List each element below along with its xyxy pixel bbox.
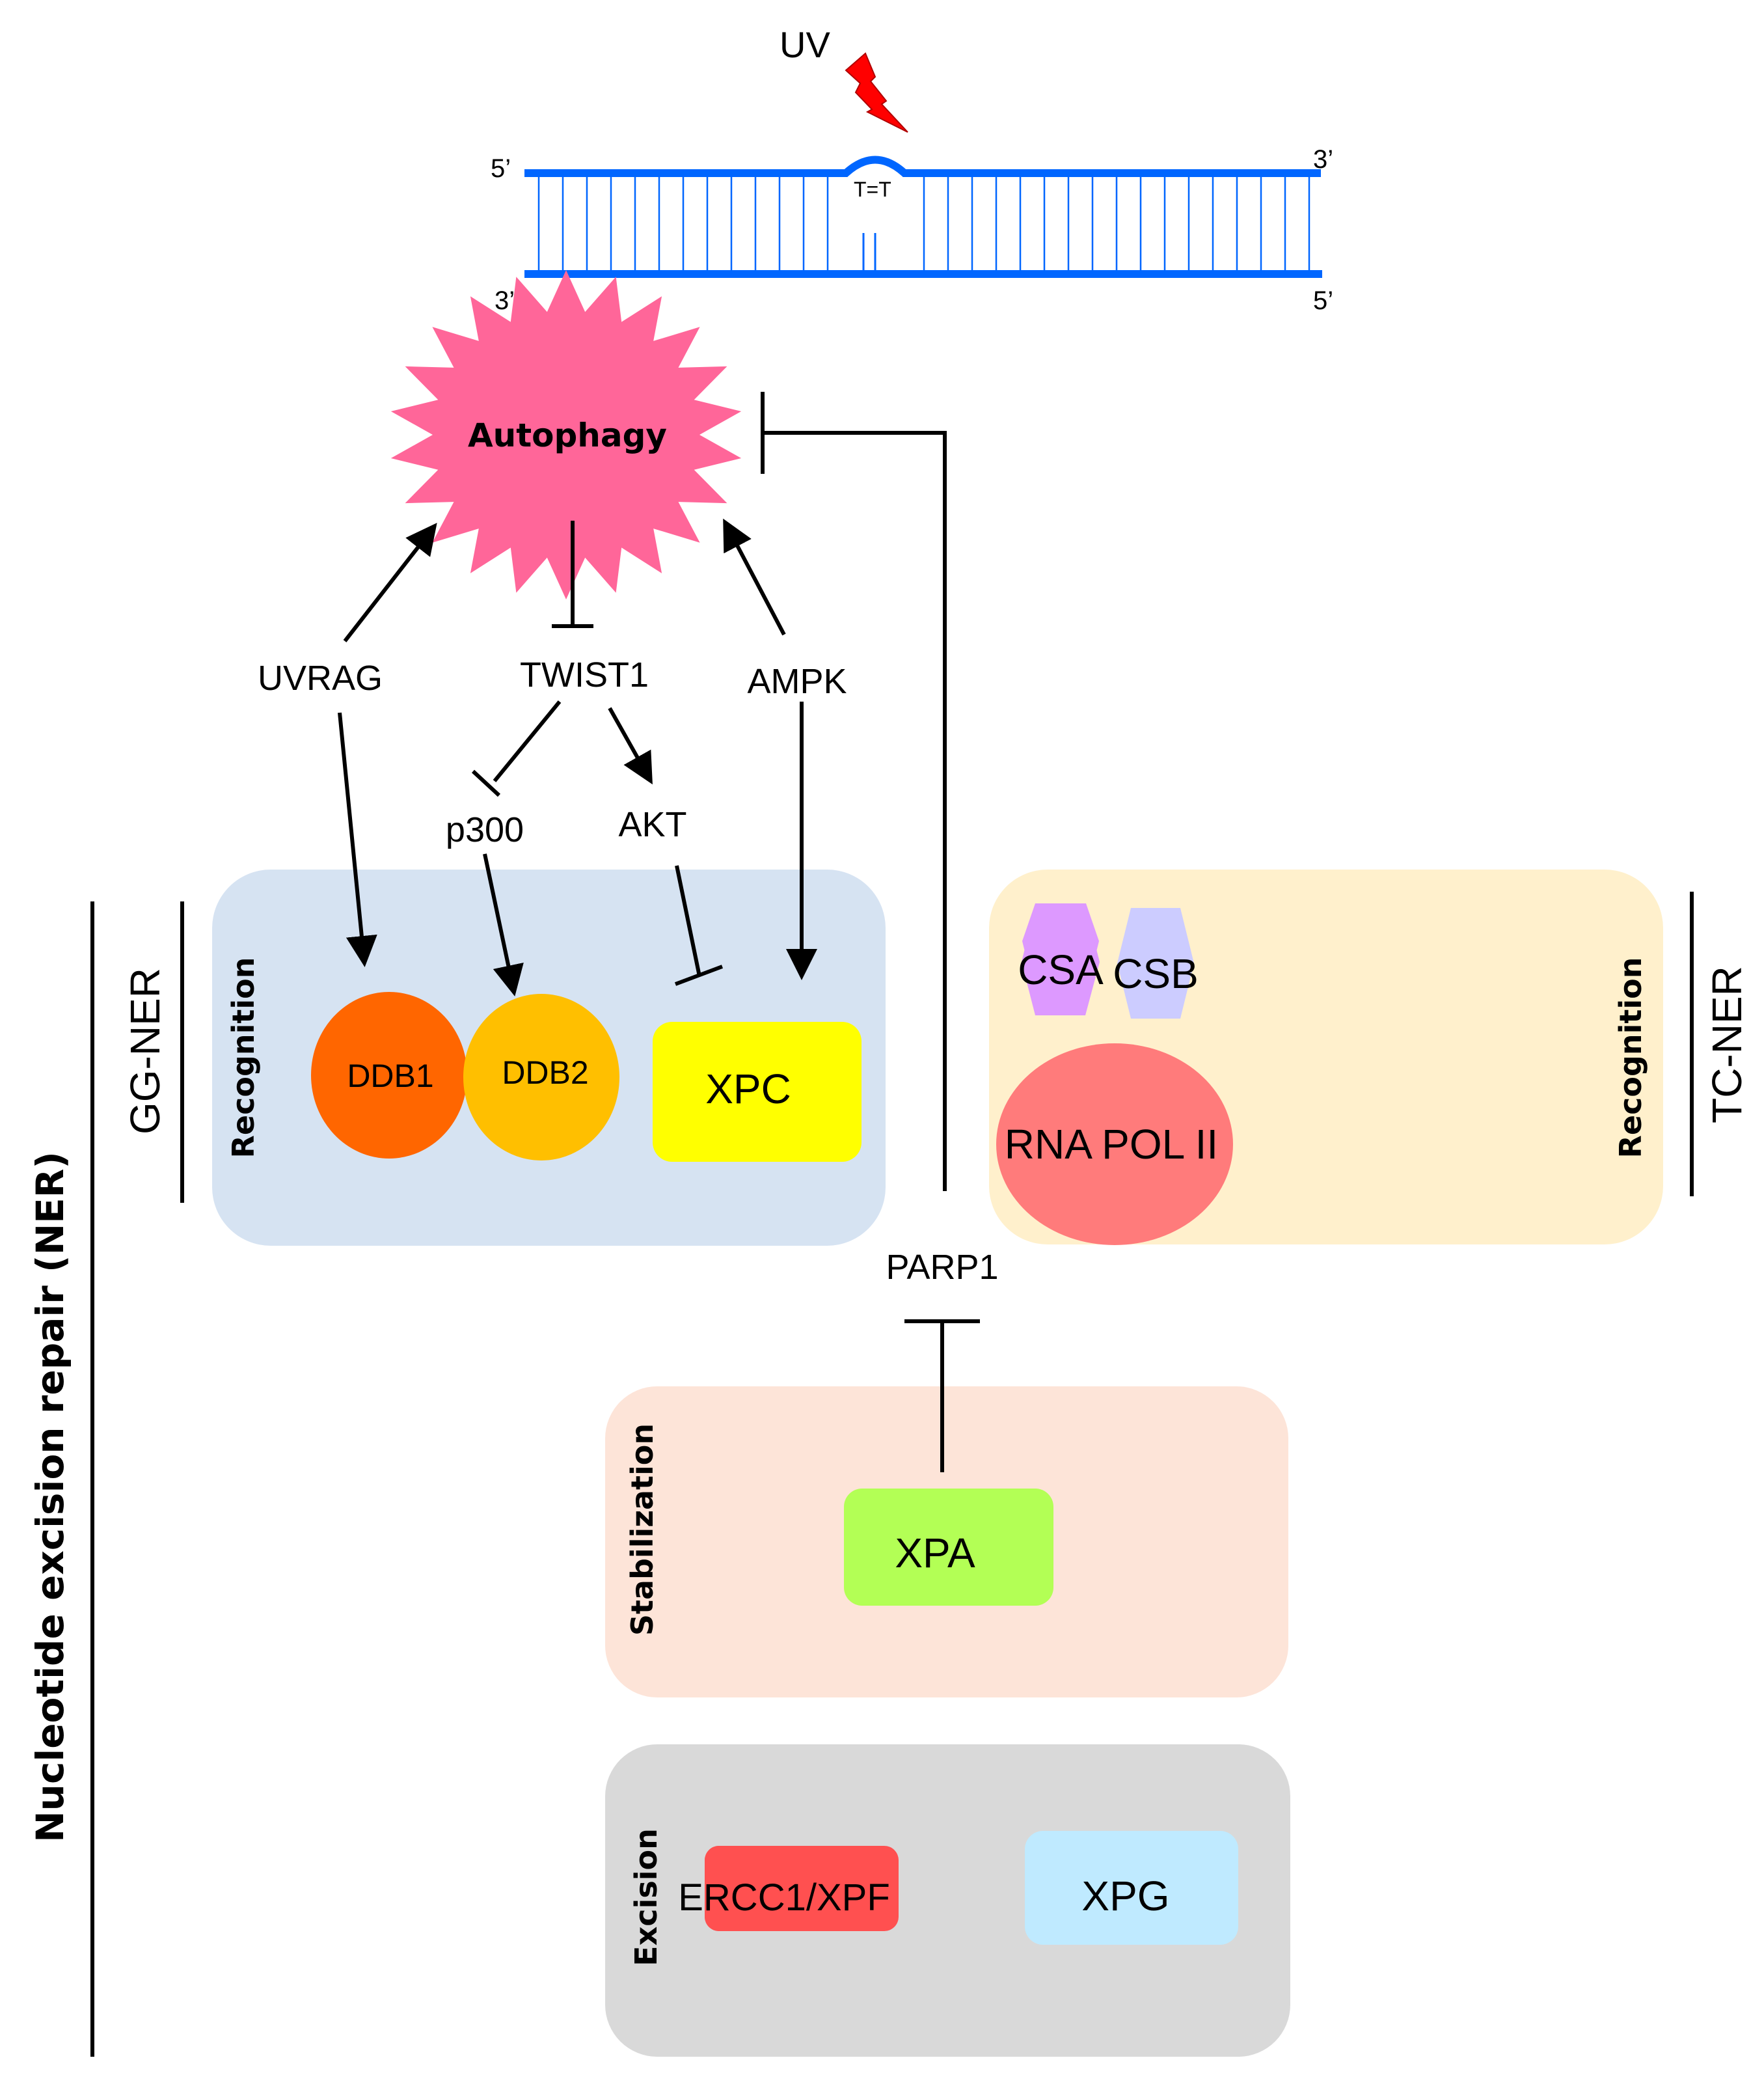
inhibition-bar [674, 965, 724, 986]
excision-panel [605, 1744, 1290, 2057]
xpg-label: XPG [1081, 1873, 1169, 1919]
inhibition-bar [471, 769, 501, 797]
csb-label: CSB [1113, 950, 1199, 997]
rna-pol-ii-protein [996, 1043, 1233, 1245]
ner-label: Nucleotide excision repair (NER) [28, 1151, 72, 1843]
uv-damage-group: UV [780, 24, 908, 133]
stabilization-title: Stabilization [625, 1423, 660, 1636]
xpa-label: XPA [895, 1530, 975, 1576]
dna-duplex: T=T 5’ 3’ 3’ 5’ [491, 145, 1333, 315]
xpc-protein [653, 1022, 862, 1162]
akt-label: AKT [618, 805, 686, 844]
xpg-protein [1025, 1831, 1238, 1945]
ampk-label: AMPK [747, 662, 847, 701]
gg-recognition-title: Recognition [226, 957, 261, 1158]
rna-pol-ii-label: RNA POL II [1005, 1121, 1218, 1168]
edge-uvrag-activates-autophagy [343, 523, 437, 642]
ddb1-label: DDB1 [347, 1058, 433, 1094]
autophagy-starburst-shape [390, 270, 742, 599]
twist1-label: TWIST1 [520, 655, 649, 694]
edge-parp1-inhibits-autophagy [763, 431, 947, 1191]
ddb1-protein [311, 992, 467, 1159]
edge-p300-activates-ddb2 [483, 853, 524, 996]
dna-bottom-right-end: 5’ [1313, 286, 1333, 315]
uv-label: UV [780, 24, 830, 65]
dna-bottom-left-end: 3’ [495, 286, 515, 315]
uvrag-label: UVRAG [258, 659, 383, 698]
edge-twist1-activates-akt [608, 707, 653, 785]
dna-base-pairs [537, 174, 1310, 273]
ercc1-xpf-protein-body [705, 1846, 899, 1931]
ddb2-protein [463, 994, 619, 1160]
dna-top-left-end: 5’ [491, 154, 511, 183]
csa-hexagon [1022, 906, 1100, 1015]
ercc1-xpf-label: ERCC1/XPF [678, 1876, 890, 1919]
xpa-protein [844, 1489, 1053, 1606]
dna-top-strand [524, 156, 1321, 177]
tc-recognition-title: Recognition [1613, 957, 1648, 1158]
xpc-label: XPC [705, 1065, 791, 1112]
excision-title: Excision [629, 1828, 664, 1966]
tc-ner-label: TC-NER [1703, 966, 1750, 1123]
edge-twist1-inhibits-p300 [493, 700, 562, 782]
edge-ampk-activates-autophagy [723, 518, 786, 636]
autophagy-label: Autophagy [468, 417, 667, 454]
csa-label: CSA [1018, 946, 1104, 993]
p300-label: p300 [446, 810, 524, 849]
gg-ner-label: GG-NER [122, 968, 169, 1134]
parp1-label: PARP1 [886, 1248, 998, 1287]
csb-hexagon [1117, 908, 1194, 1019]
autophagy-node: Autophagy [390, 270, 742, 599]
ddb2-label: DDB2 [502, 1054, 588, 1091]
edge-akt-inhibits-xpc [675, 865, 701, 977]
uv-bolt-icon [845, 52, 908, 133]
dna-top-right-end: 3’ [1313, 145, 1333, 174]
edge-uvrag-activates-ddb1 [338, 712, 377, 967]
thymine-dimer-label: T=T [854, 178, 891, 201]
